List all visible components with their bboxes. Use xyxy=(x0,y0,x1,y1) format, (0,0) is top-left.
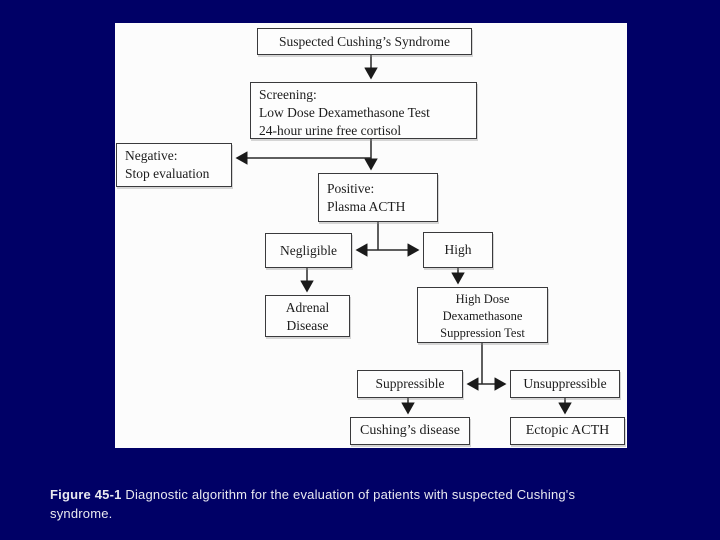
node-label: Plasma ACTH xyxy=(327,199,406,214)
node-label: Stop evaluation xyxy=(125,166,210,181)
node-label: Negligible xyxy=(280,242,337,258)
node-label: Suspected Cushing’s Syndrome xyxy=(279,33,450,49)
node-label: Adrenal xyxy=(285,300,330,315)
node-high-dose-dexamethasone-suppression-test: High Dose Dexamethasone Suppression Test xyxy=(417,287,548,343)
node-positive-plasma-acth: Positive: Plasma ACTH xyxy=(318,173,438,222)
node-label: Cushing’s disease xyxy=(360,423,460,438)
flowchart-arrows xyxy=(235,55,572,415)
node-label: Ectopic ACTH xyxy=(525,423,610,438)
node-high: High xyxy=(423,232,493,268)
node-label: 24-hour urine free cortisol xyxy=(259,123,402,138)
node-label: Positive: xyxy=(327,181,375,196)
node-screening-tests: Screening: Low Dose Dexamethasone Test 2… xyxy=(250,82,477,139)
node-label: Suppression Test xyxy=(440,326,525,340)
node-label: High Dose xyxy=(455,292,510,306)
node-label: Screening: xyxy=(259,87,317,102)
node-negative-stop-evaluation: Negative: Stop evaluation xyxy=(116,143,232,187)
figure-caption-text: Diagnostic algorithm for the evaluation … xyxy=(50,487,576,521)
node-label: High xyxy=(444,242,472,257)
node-label: Dexamethasone xyxy=(442,309,523,323)
node-cushings-disease: Cushing’s disease xyxy=(350,417,470,445)
node-suppressible: Suppressible xyxy=(357,370,463,398)
node-label: Disease xyxy=(286,318,329,333)
figure-caption: Figure 45-1 Diagnostic algorithm for the… xyxy=(50,486,630,524)
node-suspected-cushings-syndrome: Suspected Cushing’s Syndrome xyxy=(257,28,472,55)
node-unsuppressible: Unsuppressible xyxy=(510,370,620,398)
node-ectopic-acth: Ectopic ACTH xyxy=(510,417,625,445)
node-label: Negative: xyxy=(125,148,178,163)
node-negligible: Negligible xyxy=(265,233,352,268)
diagram-panel: Suspected Cushing’s Syndrome Screening: … xyxy=(115,23,627,448)
figure-caption-label: Figure 45-1 xyxy=(50,487,122,502)
node-adrenal-disease: Adrenal Disease xyxy=(265,295,350,337)
node-label: Unsuppressible xyxy=(523,376,607,391)
node-label: Suppressible xyxy=(375,376,445,391)
node-label: Low Dose Dexamethasone Test xyxy=(259,105,430,120)
